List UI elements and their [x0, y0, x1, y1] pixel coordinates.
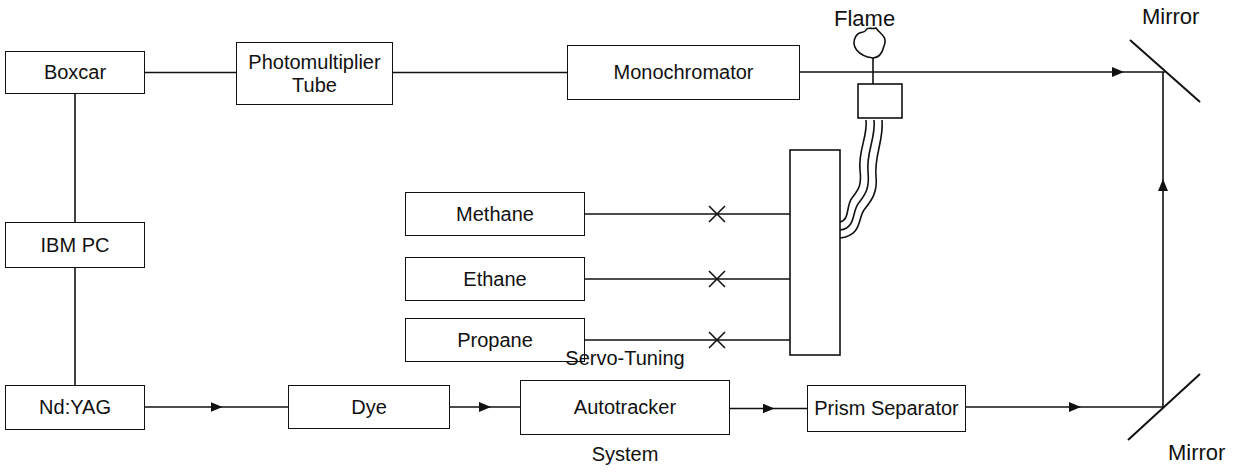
- box-label: Nd:YAG: [39, 396, 111, 419]
- tube: [840, 120, 866, 222]
- box-label: Monochromator: [613, 61, 753, 84]
- box-label: Methane: [456, 203, 534, 226]
- process-box: Methane: [405, 192, 585, 236]
- process-box: Boxcar: [5, 51, 145, 94]
- process-box: Ethane: [405, 257, 585, 301]
- process-box: Prism Separator: [807, 385, 966, 432]
- connector: [730, 408, 807, 410]
- connector: [74, 94, 76, 222]
- beam-line: [1162, 72, 1164, 407]
- box-label: Autotracker: [574, 396, 676, 419]
- burner-stem: [872, 58, 874, 84]
- gas-line: [585, 278, 790, 280]
- beam-line: [800, 71, 1165, 73]
- process-box: Dye: [288, 385, 450, 429]
- valve: [709, 332, 725, 348]
- connector: [145, 406, 288, 408]
- tube: [840, 120, 874, 230]
- box-label: IBM PC: [41, 234, 110, 257]
- box-footer: System: [491, 443, 759, 466]
- gas-line: [585, 213, 790, 215]
- process-box: Monochromator: [567, 45, 800, 100]
- connector: [393, 72, 567, 74]
- mixing-chamber: [790, 150, 840, 355]
- mirror: [1128, 374, 1200, 440]
- valve: [709, 206, 725, 222]
- valve: [709, 271, 725, 287]
- box-label: Propane: [457, 329, 533, 352]
- process-box: Photomultiplier Tube: [236, 42, 393, 105]
- process-box: IBM PC: [5, 222, 145, 268]
- process-box: Propane: [405, 318, 585, 362]
- connector: [145, 72, 236, 74]
- flame: [854, 28, 885, 58]
- tube: [840, 120, 882, 238]
- mirror-label: Mirror: [1168, 440, 1225, 466]
- process-box: Servo-TuningAutotrackerSystem: [520, 380, 730, 435]
- burner: [858, 84, 902, 118]
- gas-line: [585, 339, 790, 341]
- box-label: Prism Separator: [814, 397, 959, 420]
- box-label: Photomultiplier Tube: [243, 51, 386, 97]
- connector: [74, 268, 76, 385]
- box-heading: Servo-Tuning: [491, 347, 759, 370]
- mirror-label: Mirror: [1142, 4, 1199, 30]
- box-label: Dye: [351, 396, 387, 419]
- connector: [450, 406, 520, 408]
- box-label: Boxcar: [44, 61, 106, 84]
- beam-line: [965, 406, 1163, 408]
- box-label: Ethane: [463, 268, 526, 291]
- flame-label: Flame: [834, 6, 895, 32]
- process-box: Nd:YAG: [5, 385, 145, 430]
- mirror: [1130, 40, 1200, 102]
